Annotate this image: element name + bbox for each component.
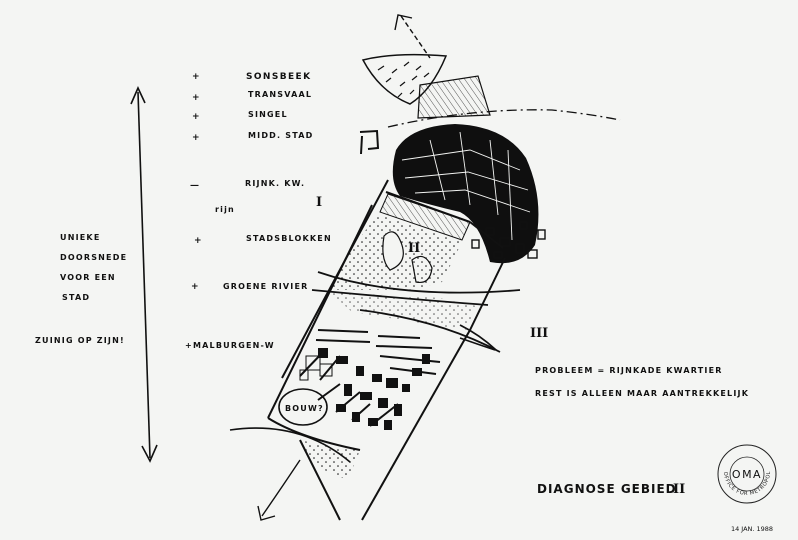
list-label: SONSBEEK [246, 72, 311, 82]
list-sign: + [192, 112, 201, 122]
diagnose-title: DIAGNOSE GEBIED II [537, 482, 685, 497]
list-label: MIDD. STAD [248, 131, 313, 140]
list-sign: + [191, 282, 200, 292]
roman-two: II [408, 241, 420, 256]
list-sign: — [190, 181, 200, 191]
south-arrow-icon [257, 459, 301, 521]
diagnose-label: DIAGNOSE GEBIED [537, 482, 677, 496]
left-note: UNIEKE DOORSNEDE VOOR EEN STAD ZUINIG OP… [35, 233, 127, 345]
hatched-area [417, 75, 491, 119]
list-sign: + [194, 236, 203, 246]
right-notes: PROBLEEM = RIJNKADE KWARTIER REST IS ALL… [535, 366, 749, 398]
note-line: UNIEKE [60, 233, 101, 242]
problem-line: REST IS ALLEEN MAAR AANTREKKELIJK [535, 389, 749, 398]
city-centre [392, 124, 546, 264]
building-mark [359, 129, 380, 155]
railway-line [387, 109, 621, 128]
problem-line: PROBLEEM = RIJNKADE KWARTIER [535, 366, 723, 375]
list-label: STADSBLOKKEN [246, 234, 332, 243]
diagnose-number: II [673, 482, 685, 497]
roman-three: III [530, 326, 548, 341]
north-arrow-icon [394, 14, 431, 59]
building-blocks [318, 348, 430, 430]
dotted-strip [300, 440, 360, 480]
list-sign: + [192, 72, 201, 82]
oma-logo: OMA [732, 468, 762, 481]
vertical-arrow [130, 86, 158, 463]
note-line: VOOR EEN [60, 273, 116, 282]
stamp-date: 14 JAN. 1988 [731, 525, 773, 533]
hatched-band [379, 193, 471, 241]
pond [382, 231, 404, 271]
list-label: SINGEL [248, 110, 288, 119]
list-label: rijn [215, 205, 235, 214]
list-sign: + [185, 341, 193, 350]
left-list: + SONSBEEK + TRANSVAAL + SINGEL + MIDD. … [185, 72, 332, 350]
list-label: GROENE RIVIER [223, 282, 308, 291]
list-sign: + [192, 93, 201, 103]
note-line: ZUINIG OP ZIJN! [35, 336, 125, 345]
note-line: DOORSNEDE [60, 253, 127, 262]
list-label: RIJNK. KW. [245, 179, 305, 188]
bouw-circle: BOUW? [278, 388, 328, 426]
roman-one: I [316, 195, 322, 210]
bouw-label: BOUW? [285, 404, 324, 413]
list-sign: + [192, 133, 201, 143]
park-sonsbeek [361, 53, 448, 105]
list-label: TRANSVAAL [248, 90, 312, 99]
list-label: MALBURGEN-W [193, 341, 275, 350]
note-line: STAD [62, 293, 90, 302]
